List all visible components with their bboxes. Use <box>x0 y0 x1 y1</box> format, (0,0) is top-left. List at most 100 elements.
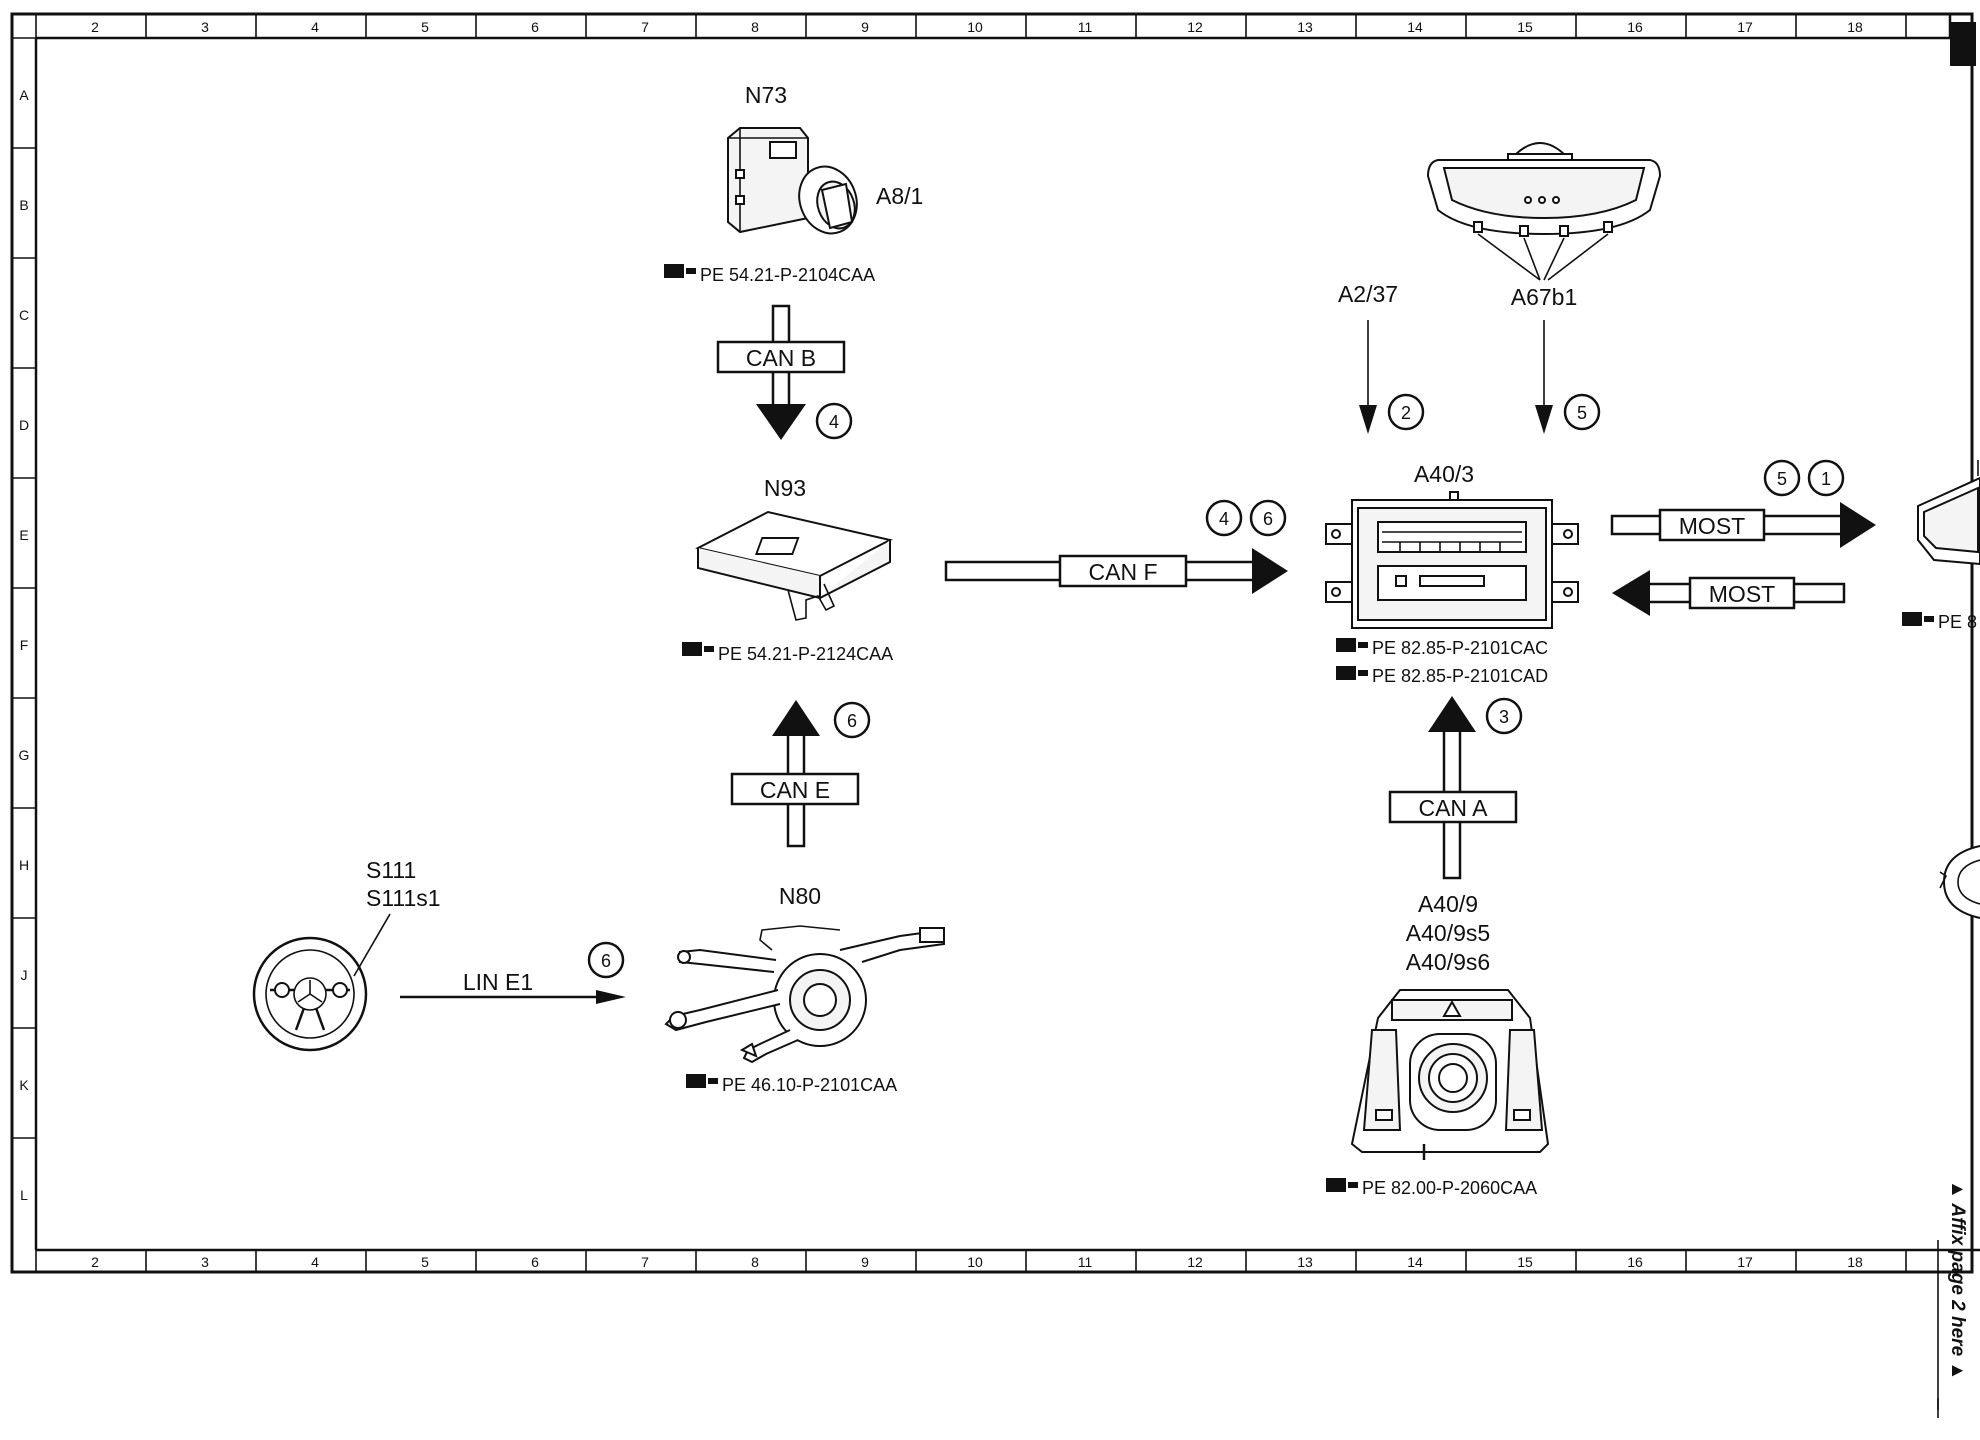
s111s1-label: S111s1 <box>366 885 441 911</box>
row-label: K <box>19 1077 29 1093</box>
column-label-top: 3 <box>201 19 209 35</box>
row-label: E <box>19 527 28 543</box>
can-f-arrowhead <box>1252 548 1288 594</box>
a67b1-marker: 5 <box>1577 403 1587 423</box>
ignition-lock-drawing <box>727 127 858 235</box>
row-label: B <box>19 197 28 213</box>
right-edge-partial-components: PE 8 <box>1902 460 1980 919</box>
can-f-link: CAN F 4 6 <box>944 499 1288 594</box>
row-label: G <box>19 747 30 763</box>
reference-hand-icon <box>1336 666 1368 680</box>
reference-hand-icon <box>682 642 714 656</box>
most-in-arrowhead <box>1612 570 1650 616</box>
row-label: A <box>19 87 29 103</box>
a40-9-component: A40/9 A40/9s5 A40/9s6 PE 82.00-P-2060CAA <box>1326 891 1550 1198</box>
reference-hand-icon <box>1336 638 1368 652</box>
a40-9s6-label: A40/9s6 <box>1406 949 1490 975</box>
column-label-bottom: 8 <box>751 1254 759 1270</box>
column-label-top: 16 <box>1627 19 1643 35</box>
can-a-label: CAN A <box>1418 795 1488 821</box>
n73-label: N73 <box>745 82 787 108</box>
column-label-bottom: 12 <box>1187 1254 1203 1270</box>
a2-37-marker: 2 <box>1401 403 1411 423</box>
row-label: J <box>21 967 28 983</box>
column-label-top: 6 <box>531 19 539 35</box>
n73-component: N73 A8/1 PE 54.21-P-2104CAA <box>664 82 923 285</box>
can-f-marker-1: 4 <box>1219 509 1229 529</box>
reference-hand-icon <box>1902 612 1934 626</box>
most-out-label: MOST <box>1679 513 1745 539</box>
column-label-top: 14 <box>1407 19 1423 35</box>
row-label: D <box>19 417 29 433</box>
column-label-top: 10 <box>967 19 983 35</box>
a67b1-component: A67b1 5 <box>1426 142 1662 434</box>
head-unit-drawing <box>1325 491 1579 629</box>
most-in-label: MOST <box>1709 581 1775 607</box>
most-marker-1: 5 <box>1777 469 1787 489</box>
row-label: H <box>19 857 29 873</box>
reference-hand-icon <box>1326 1178 1358 1192</box>
a2-37-arrowhead <box>1359 405 1377 434</box>
a67b1-arrowhead <box>1535 405 1553 434</box>
column-label-top: 12 <box>1187 19 1203 35</box>
can-f-marker-2: 6 <box>1263 509 1273 529</box>
n93-module-drawing <box>695 510 893 621</box>
column-label-top: 15 <box>1517 19 1533 35</box>
column-label-bottom: 4 <box>311 1254 319 1270</box>
can-b-arrowhead <box>756 404 806 440</box>
can-b-label: CAN B <box>746 345 816 371</box>
column-label-bottom: 13 <box>1297 1254 1313 1270</box>
column-label-bottom: 6 <box>531 1254 539 1270</box>
control-panel-drawing <box>1350 989 1550 1160</box>
column-label-top: 11 <box>1078 19 1093 35</box>
a40-3-ref-2: PE 82.85-P-2101CAD <box>1372 666 1548 686</box>
n80-ref: PE 46.10-P-2101CAA <box>722 1075 897 1095</box>
lin-e1-link: LIN E1 6 <box>400 941 626 1004</box>
column-label-bottom: 15 <box>1517 1254 1533 1270</box>
column-label-bottom: 10 <box>967 1254 983 1270</box>
can-e-arrowhead <box>772 700 820 736</box>
a67b1-label: A67b1 <box>1511 284 1578 310</box>
can-e-marker: 6 <box>847 711 857 731</box>
lin-e1-arrowhead <box>596 990 626 1004</box>
n80-component: N80 PE 46.10-P-2101CAA <box>664 883 945 1095</box>
n93-label: N93 <box>764 475 806 501</box>
lin-e1-label: LIN E1 <box>463 969 533 995</box>
reference-hand-icon <box>664 264 696 278</box>
n93-ref: PE 54.21-P-2124CAA <box>718 644 893 664</box>
column-label-top: 13 <box>1297 19 1313 35</box>
s111-label: S111 <box>366 857 416 883</box>
a2-37-label: A2/37 <box>1338 281 1398 307</box>
grid-labels: 1122334455667788991010111112121313141415… <box>19 19 1863 1270</box>
right-partial-ref: PE 8 <box>1938 612 1977 632</box>
most-out-arrowhead <box>1840 502 1876 548</box>
column-label-top: 4 <box>311 19 319 35</box>
can-b-marker: 4 <box>829 412 839 432</box>
row-label: F <box>20 637 29 653</box>
rear-view-mirror-drawing <box>1426 142 1662 237</box>
most-marker-2: 1 <box>1821 469 1831 489</box>
column-label-bottom: 14 <box>1407 1254 1423 1270</box>
column-label-top: 2 <box>91 19 99 35</box>
can-a-arrowhead <box>1428 696 1476 732</box>
a40-3-component: A40/3 PE 82.85-P-210 <box>1325 461 1579 686</box>
a8-1-label: A8/1 <box>876 183 923 209</box>
column-label-top: 5 <box>421 19 429 35</box>
a40-9s5-label: A40/9s5 <box>1406 920 1490 946</box>
column-label-top: 17 <box>1737 19 1753 35</box>
column-label-top: 7 <box>641 19 649 35</box>
n93-component: N93 PE 54.21-P-2124CAA <box>682 475 893 664</box>
affix-page-note: ▲ Affix page 2 here ▲ <box>1947 1180 1968 1380</box>
most-in-link: MOST <box>1612 570 1846 616</box>
reference-hand-icon <box>686 1074 718 1088</box>
column-label-bottom: 11 <box>1078 1254 1093 1270</box>
sheet-corner-block <box>1950 22 1976 66</box>
a40-3-label: A40/3 <box>1414 461 1474 487</box>
lin-e1-marker: 6 <box>601 951 611 971</box>
column-label-bottom: 16 <box>1627 1254 1643 1270</box>
can-e-link: CAN E 6 <box>730 700 871 848</box>
column-label-top: 9 <box>861 19 869 35</box>
column-label-bottom: 17 <box>1737 1254 1753 1270</box>
n73-ref: PE 54.21-P-2104CAA <box>700 265 875 285</box>
